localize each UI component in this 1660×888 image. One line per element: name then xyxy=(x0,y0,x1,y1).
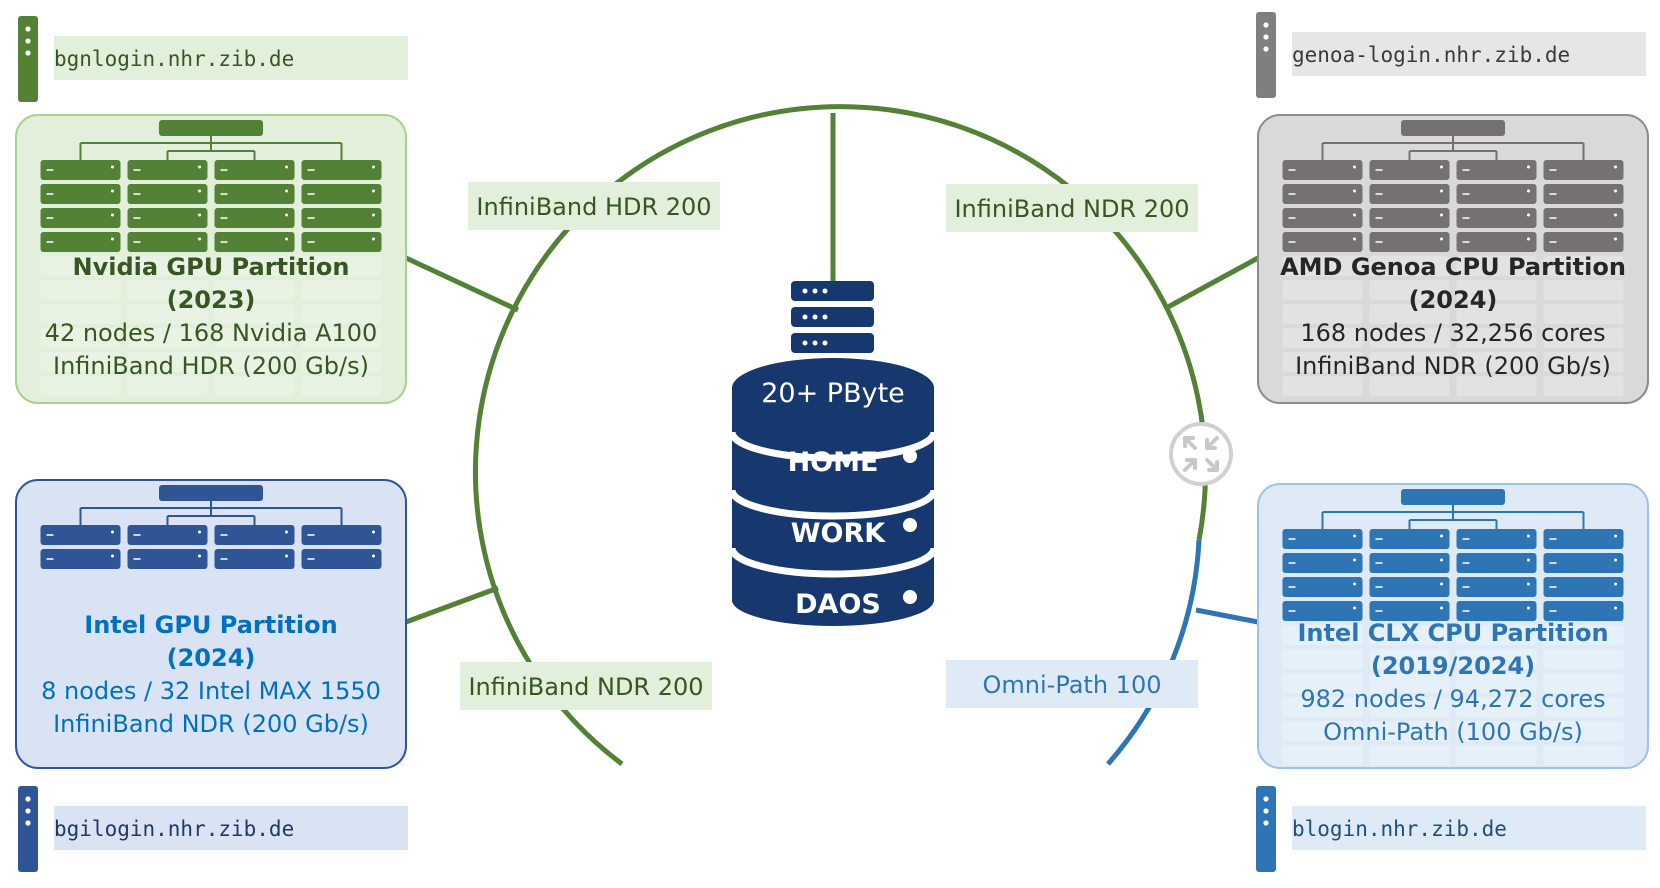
login-hostname-background xyxy=(54,36,408,80)
storage-tier-daos: DAOS xyxy=(795,589,881,620)
server-rack-icon xyxy=(40,120,382,396)
link-label-text: InfiniBand NDR 200 xyxy=(468,673,703,701)
login-hostname: bgilogin.nhr.zib.de xyxy=(54,817,294,841)
login-node: blogin.nhr.zib.de xyxy=(1256,786,1646,872)
login-hostname: genoa-login.nhr.zib.de xyxy=(1292,43,1570,67)
partition-network: InfiniBand HDR (200 Gb/s) xyxy=(53,352,369,380)
storage-icon: 20+ PByte HOME WORK DAOS xyxy=(728,281,938,626)
server-rack-icon xyxy=(1282,120,1624,396)
login-hostname-background xyxy=(1292,806,1646,850)
login-node: genoa-login.nhr.zib.de xyxy=(1256,12,1646,98)
link-intel-clx xyxy=(1195,607,1259,625)
link-label-text: Omni-Path 100 xyxy=(983,671,1162,699)
partition-box: Nvidia GPU Partition (2023) 42 nodes / 168… xyxy=(15,114,407,404)
server-rack-icon xyxy=(40,485,382,569)
link-label-1: InfiniBand HDR 200 xyxy=(468,182,720,230)
partition-title: AMD Genoa CPU Partition xyxy=(1280,253,1626,281)
partition-year: (2019/2024) xyxy=(1371,652,1535,680)
partition-nodes: 982 nodes / 94,272 cores xyxy=(1300,685,1605,713)
partition-box: Intel CLX CPU Partition (2019/2024) 982 no… xyxy=(1257,483,1649,769)
login-hostname-background xyxy=(1292,32,1646,76)
link-nvidia xyxy=(404,255,520,313)
login-hostname: blogin.nhr.zib.de xyxy=(1292,817,1507,841)
partition-title: Nvidia GPU Partition xyxy=(73,253,350,281)
login-hostname: bgnlogin.nhr.zib.de xyxy=(54,47,294,71)
partition-nodes: 8 nodes / 32 Intel MAX 1550 xyxy=(41,677,381,705)
partition-nodes: 42 nodes / 168 Nvidia A100 xyxy=(45,319,378,347)
partition-network: InfiniBand NDR (200 Gb/s) xyxy=(1295,352,1611,380)
partition-box: AMD Genoa CPU Partition (2024) 168 nodes /… xyxy=(1257,114,1649,404)
login-node: bgilogin.nhr.zib.de xyxy=(18,786,408,872)
server-tower-icon xyxy=(1256,12,1276,98)
server-rack-icon xyxy=(1282,489,1624,765)
partition-title: Intel CLX CPU Partition xyxy=(1297,619,1608,647)
link-amd xyxy=(1166,255,1260,310)
storage-tier-work: WORK xyxy=(791,518,887,549)
server-tower-icon xyxy=(1256,786,1276,872)
server-tower-icon xyxy=(18,16,38,102)
network-ring xyxy=(404,104,1260,766)
storage-tier-home: HOME xyxy=(788,447,879,478)
link-label-3: InfiniBand NDR 200 xyxy=(460,662,712,710)
login-node: bgnlogin.nhr.zib.de xyxy=(18,16,408,102)
ring-blue-arc xyxy=(1106,539,1202,766)
link-intel-gpu xyxy=(405,585,499,625)
storage-capacity: 20+ PByte xyxy=(761,378,905,409)
partition-title: Intel GPU Partition xyxy=(84,611,337,639)
ring-green-arc xyxy=(473,104,1208,766)
router-icon xyxy=(1169,422,1233,486)
partition-nodes: 168 nodes / 32,256 cores xyxy=(1300,319,1605,347)
partition-year: (2024) xyxy=(167,644,256,672)
link-label-text: InfiniBand NDR 200 xyxy=(954,195,1189,223)
storage-cylinder: 20+ PByte HOME WORK DAOS xyxy=(728,358,938,626)
link-label-4: Omni-Path 100 xyxy=(946,660,1198,708)
partition-network: InfiniBand NDR (200 Gb/s) xyxy=(53,710,369,738)
link-label-2: InfiniBand NDR 200 xyxy=(946,184,1198,232)
partition-year: (2024) xyxy=(1409,286,1498,314)
link-label-text: InfiniBand HDR 200 xyxy=(476,193,711,221)
partition-network: Omni-Path (100 Gb/s) xyxy=(1323,718,1583,746)
login-hostname-background xyxy=(54,806,408,850)
server-tower-icon xyxy=(18,786,38,872)
partition-year: (2023) xyxy=(167,286,256,314)
partition-box: Intel GPU Partition (2024) 8 nodes / 32 In… xyxy=(15,479,407,769)
storage-server-stack xyxy=(791,281,874,353)
